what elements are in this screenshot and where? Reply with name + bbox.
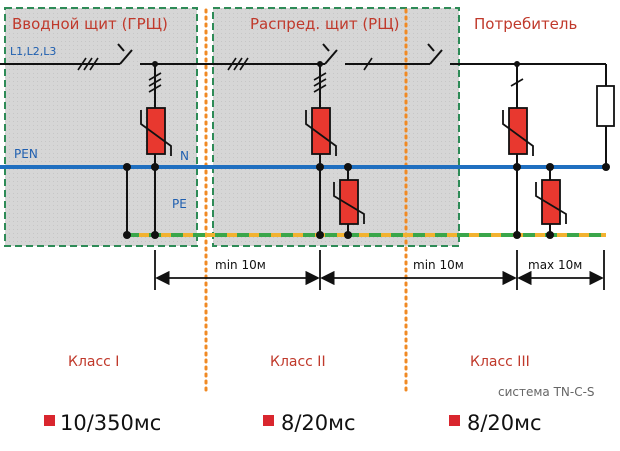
class-2-label: Класс II xyxy=(270,354,326,370)
distribution-panel-box xyxy=(212,7,460,247)
distance-3-label: max 10м xyxy=(528,258,582,272)
switch-caps xyxy=(117,43,435,52)
system-label: система TN-C-S xyxy=(498,385,595,399)
rating-1-label: 10/350мс xyxy=(60,411,161,435)
pe-label: PE xyxy=(172,197,187,211)
distance-1-label: min 10м xyxy=(215,258,266,272)
surge-devices xyxy=(140,107,567,225)
rating-2-marker xyxy=(263,415,274,426)
rating-3-label: 8/20мс xyxy=(467,411,542,435)
consumer-title: Потребитель xyxy=(474,15,577,33)
junction-dots xyxy=(123,61,610,239)
phase-label: L1,L2,L3 xyxy=(10,45,56,58)
spd-class-1 xyxy=(146,107,166,155)
class-1-label: Класс I xyxy=(68,354,119,370)
rating-3-marker xyxy=(449,415,460,426)
spd-class-2 xyxy=(311,107,331,155)
spd-class-3 xyxy=(508,107,528,155)
main-panel-box xyxy=(4,7,198,247)
distance-2-label: min 10м xyxy=(413,258,464,272)
spd-class-2-pe xyxy=(339,179,359,225)
spd-class-3-pe xyxy=(541,179,561,225)
branch-ticks xyxy=(148,72,524,93)
rating-2-label: 8/20мс xyxy=(281,411,356,435)
rating-1-marker xyxy=(44,415,55,426)
distance-markers xyxy=(154,250,605,290)
class-3-label: Класс III xyxy=(470,354,530,370)
pen-label: PEN xyxy=(14,147,38,161)
three-phase-ticks xyxy=(77,57,373,71)
distribution-panel-title: Распред. щит (РЩ) xyxy=(250,15,400,33)
n-label: N xyxy=(180,149,189,163)
consumer-load xyxy=(596,85,615,127)
main-panel-title: Вводной щит (ГРЩ) xyxy=(12,15,168,33)
